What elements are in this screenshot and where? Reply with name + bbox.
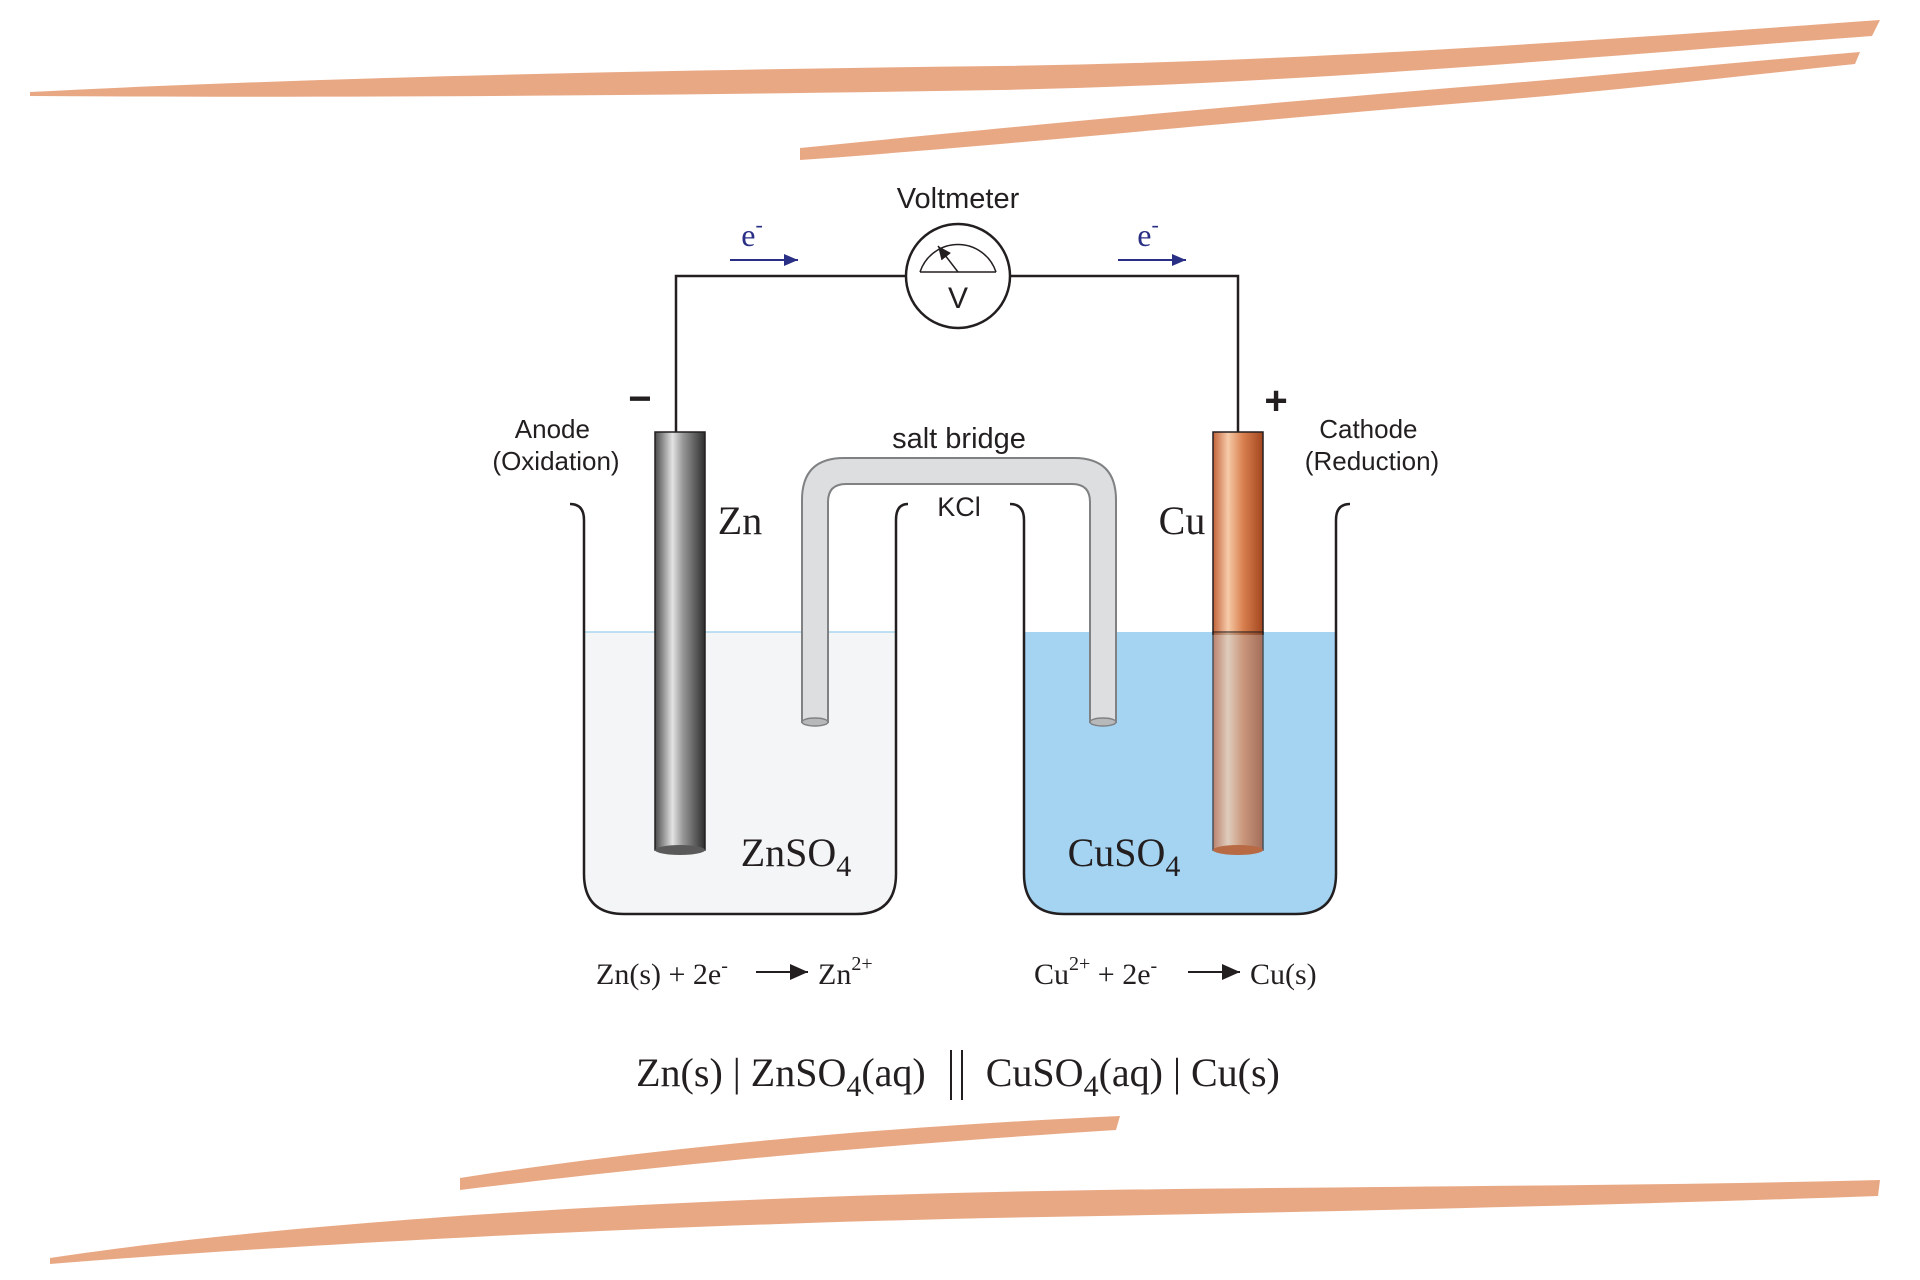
cu-beaker-wall [1009,502,1351,916]
electron-charge-left: - [755,212,762,237]
electron-charge-right: - [1151,212,1158,237]
voltmeter-needle [937,245,959,273]
svg-text:Zn(s) + 2e-: Zn(s) + 2e- [596,955,728,991]
electron-flow-right: e- [1118,212,1186,266]
anode-sign: − [628,377,651,421]
anode-solution-label: ZnSO4 [741,830,852,883]
external-circuit-wire [674,274,1240,432]
electron-symbol-right: e [1137,217,1151,253]
zn-beaker-wall [569,502,909,916]
cathode-label: Cathode (Reduction) [1305,414,1439,476]
anode-beaker [569,502,909,916]
top-brush-strokes [30,20,1880,160]
salt-bridge-label: salt bridge [892,423,1026,455]
brush-stroke-bottom-2 [50,1180,1880,1264]
cathode-metal-label: Cu [1159,498,1206,543]
voltmeter-dial [904,222,1012,330]
svg-text:e-: e- [741,212,763,253]
cell-notation: Zn(s) | ZnSO4(aq) CuSO4(aq) | Cu(s) [636,1050,1280,1103]
salt-bridge-electrolyte: KCl [937,492,981,522]
svg-text:Zn(s) | ZnSO4(aq) CuSO4(a: Zn(s) | ZnSO4(aq) CuSO4(aq) | Cu(s) [636,1050,1280,1103]
double-bar-spacer [936,1050,976,1095]
anode-label: Anode (Oxidation) [492,414,619,476]
svg-text:e-: e- [1137,212,1159,253]
cathode-sign: + [1264,379,1287,423]
zinc-electrode [654,431,706,855]
svg-text:Cu(s): Cu(s) [1250,958,1317,991]
brush-stroke-top-1 [30,20,1880,97]
anode-half-reaction: Zn(s) + 2e- Zn2+ [596,953,873,991]
brush-stroke-top-2 [800,52,1860,160]
brush-stroke-bottom-1 [460,1116,1120,1190]
electron-symbol-left: e [741,217,755,253]
cathode-half-reaction: Cu2+ + 2e- Cu(s) [1034,953,1317,991]
voltmeter-scale-arc [919,243,997,273]
voltmeter-symbol: V [948,282,968,315]
voltmeter-label: Voltmeter [897,183,1020,215]
voltmeter: V [904,222,1012,330]
cathode-solution-label: CuSO4 [1068,830,1181,883]
svg-text:Zn2+: Zn2+ [818,953,873,991]
electron-flow-left: e- [730,212,798,266]
anode-metal-label: Zn [718,498,762,543]
salt-bridge [801,457,1117,727]
bottom-brush-strokes [50,1116,1880,1264]
copper-electrode [1212,431,1264,855]
svg-text:Cu2+ + 2e-: Cu2+ + 2e- [1034,953,1157,991]
